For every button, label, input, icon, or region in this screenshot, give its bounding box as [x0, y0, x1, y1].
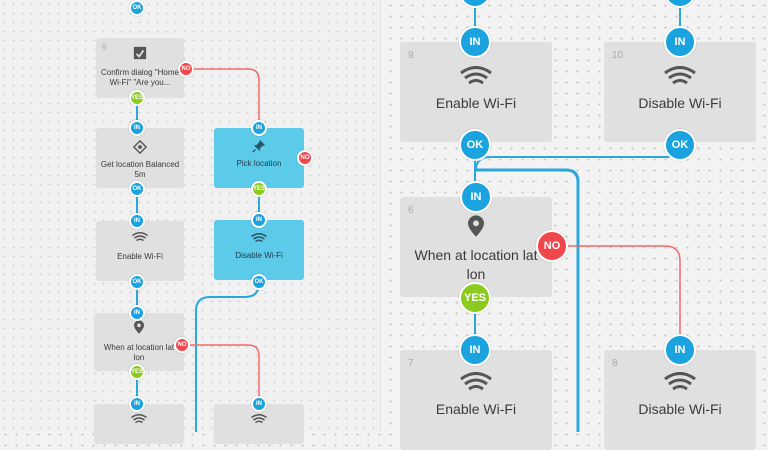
block-label: Enable Wi-Fi	[435, 401, 517, 417]
in-port[interactable]: IN	[459, 334, 491, 366]
ok-port[interactable]: OK	[459, 129, 491, 161]
wifi-icon	[132, 232, 148, 242]
block-label: Disable Wi-Fi	[638, 95, 722, 111]
block-get-location[interactable]: Get location Balanced 5m	[96, 128, 184, 188]
in-port[interactable]: IN	[251, 212, 267, 228]
block-when-at-location[interactable]: When at location lat lon	[94, 313, 184, 371]
no-port[interactable]: NO	[297, 150, 313, 166]
in-port[interactable]: IN	[129, 396, 145, 412]
ok-port[interactable]: OK	[251, 274, 267, 290]
wifi-icon	[251, 414, 267, 424]
block-enable-wifi[interactable]: Enable Wi-Fi	[96, 221, 184, 281]
pin-icon	[252, 139, 266, 153]
location-pin-icon	[468, 215, 484, 237]
block-label: Get location Balanced 5m	[100, 160, 180, 179]
location-crosshair-icon	[133, 140, 147, 154]
in-port[interactable]: IN	[664, 26, 696, 58]
block-label: Pick location	[236, 159, 282, 168]
block-label: Confirm dialog "Home Wi-Fi" "Are you...	[101, 68, 179, 87]
ok-port[interactable]: OK	[129, 0, 145, 16]
block-enable-wifi[interactable]: 9 Enable Wi-Fi	[400, 42, 552, 142]
block-label: Enable Wi-Fi	[435, 95, 517, 111]
ok-port[interactable]: OK	[129, 274, 145, 290]
yes-port[interactable]: YES	[129, 364, 145, 380]
ok-port[interactable]: OK	[129, 181, 145, 197]
in-port[interactable]: IN	[459, 0, 491, 8]
in-port[interactable]: IN	[129, 213, 145, 229]
block-disable-wifi[interactable]: 10 Disable Wi-Fi	[604, 42, 756, 142]
no-port[interactable]: NO	[536, 230, 568, 262]
wifi-icon	[460, 372, 492, 391]
no-port[interactable]: NO	[178, 61, 194, 77]
block-label: Disable Wi-Fi	[235, 251, 283, 260]
in-port[interactable]: IN	[251, 120, 267, 136]
no-port[interactable]: NO	[174, 337, 190, 353]
block-label: Disable Wi-Fi	[638, 401, 722, 417]
yes-port[interactable]: YES	[459, 282, 491, 314]
wifi-icon	[664, 66, 696, 85]
dialog-icon	[133, 46, 147, 60]
wifi-icon	[664, 372, 696, 391]
block-disable-wifi[interactable]: Disable Wi-Fi	[214, 220, 304, 280]
block-when-at-location[interactable]: 6 When at location lat lon	[400, 197, 552, 297]
in-port[interactable]: IN	[251, 396, 267, 412]
yes-port[interactable]: YES	[129, 90, 145, 106]
wifi-icon	[460, 66, 492, 85]
in-port[interactable]: IN	[129, 305, 145, 321]
block-label: When at location lat lon	[414, 247, 538, 282]
wifi-icon	[131, 414, 147, 424]
block-pick-location[interactable]: Pick location	[214, 128, 304, 188]
wifi-icon	[251, 233, 267, 243]
block-label: When at location lat lon	[103, 343, 175, 362]
ok-port[interactable]: OK	[664, 0, 696, 8]
yes-port[interactable]: YES	[251, 181, 267, 197]
ok-port[interactable]: OK	[664, 129, 696, 161]
in-port[interactable]: IN	[129, 120, 145, 136]
location-pin-icon	[134, 320, 144, 334]
block-confirm-dialog[interactable]: 9 Confirm dialog "Home Wi-Fi" "Are you..…	[96, 38, 184, 98]
block-label: Enable Wi-Fi	[117, 252, 163, 261]
in-port[interactable]: IN	[460, 181, 492, 213]
in-port[interactable]: IN	[664, 334, 696, 366]
in-port[interactable]: IN	[459, 26, 491, 58]
